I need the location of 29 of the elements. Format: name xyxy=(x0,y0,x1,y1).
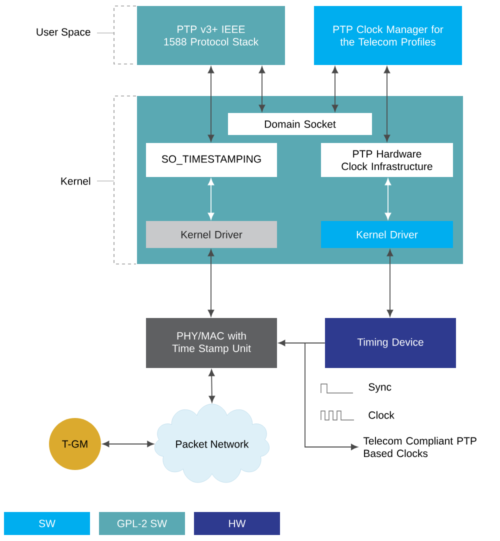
arrow xyxy=(384,66,390,142)
process-box: PTP Hardware Clock Infrastructure xyxy=(321,143,453,177)
arrow xyxy=(208,66,214,142)
legend-label: HW xyxy=(229,520,246,528)
process-box: SO_TIMESTAMPING xyxy=(146,143,277,177)
process-box: Domain Socket xyxy=(228,113,372,135)
arrow xyxy=(258,66,266,112)
driver-box: Kernel Driver xyxy=(146,221,277,248)
driver-box: Kernel Driver xyxy=(321,221,453,248)
arrow xyxy=(384,178,392,220)
output-text: Telecom Compliant PTP Based Clocks xyxy=(363,436,476,458)
legend-label: SW xyxy=(39,520,56,528)
arrow xyxy=(208,249,214,317)
arrow xyxy=(304,342,358,450)
side-label: Clock xyxy=(368,411,394,419)
side-label: User Space xyxy=(36,28,90,38)
arrow xyxy=(386,249,394,317)
arrow xyxy=(102,440,154,448)
legend-label: GPL-2 SW xyxy=(117,520,168,528)
process-box: PTP v3+ IEEE 1588 Protocol Stack xyxy=(137,6,285,65)
device-box: PHY/MAC with Time Stamp Unit xyxy=(146,318,277,368)
network-cloud: Packet Network xyxy=(154,404,270,483)
arrow xyxy=(208,369,215,403)
side-label: Kernel xyxy=(61,177,90,185)
arrow xyxy=(332,66,338,112)
device-box: Timing Device xyxy=(325,318,456,368)
process-box: PTP Clock Manager for the Telecom Profiles xyxy=(314,6,462,65)
arrow xyxy=(208,178,214,220)
side-label: Sync xyxy=(368,383,392,393)
